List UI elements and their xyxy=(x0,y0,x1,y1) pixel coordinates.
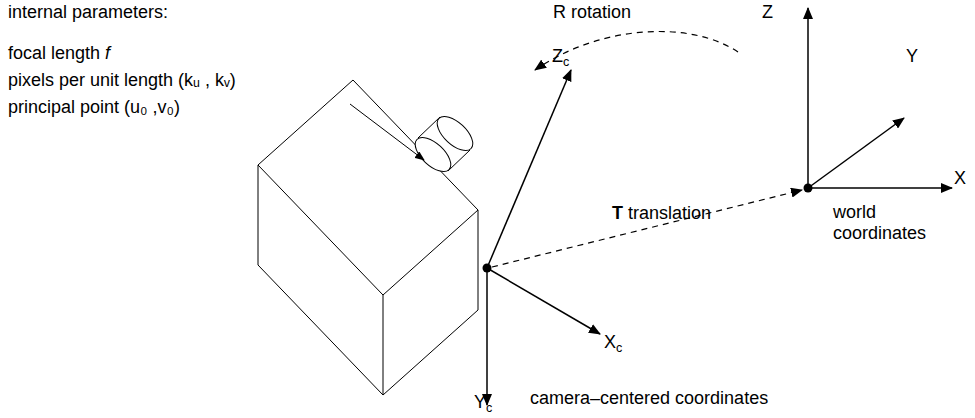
axis-label: Y xyxy=(906,46,918,67)
parameter-label: principal point (u₀ ,v₀) xyxy=(8,97,180,118)
axis-label: Yc xyxy=(474,392,492,413)
translation-label: T translation xyxy=(612,203,711,224)
frame-label: world coordinates xyxy=(833,202,943,243)
frame-label: camera–centered coordinates xyxy=(530,388,768,409)
camera-lens xyxy=(409,110,478,177)
camera-axes xyxy=(487,70,600,405)
heading-label: internal parameters: xyxy=(8,2,168,23)
leader-line xyxy=(350,104,424,160)
parameter-label: pixels per unit length (kᵤ , kᵥ) xyxy=(8,70,236,91)
camera-origin xyxy=(483,264,492,273)
rotation-arrow xyxy=(535,31,738,70)
axis-label: Zc xyxy=(552,46,569,67)
world-origin xyxy=(804,184,813,193)
parameter-label: focal length f xyxy=(8,43,110,64)
world-axes xyxy=(808,8,952,188)
axis-label: Xc xyxy=(604,332,622,353)
rotation-label: R rotation xyxy=(553,2,631,23)
axis-label: X xyxy=(954,168,966,189)
axis-label: Z xyxy=(762,2,773,23)
camera-body xyxy=(258,80,478,395)
translation-arrow xyxy=(492,190,802,267)
